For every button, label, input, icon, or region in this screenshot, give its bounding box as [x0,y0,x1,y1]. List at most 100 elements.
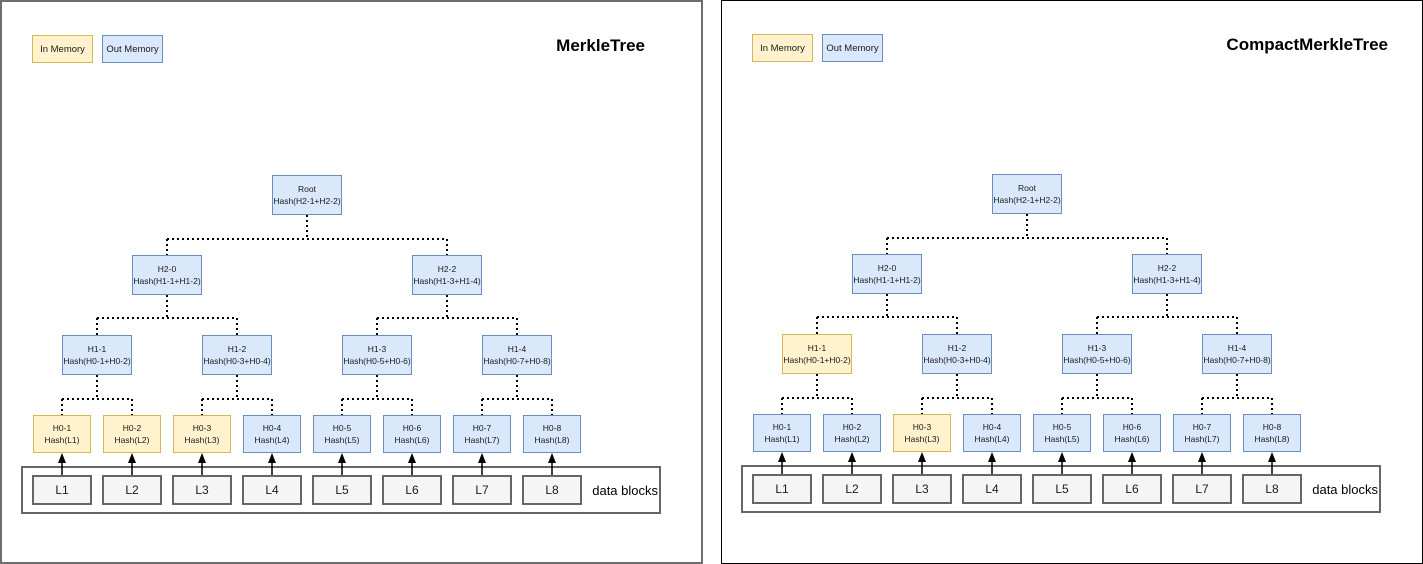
node-hash-label: Hash(L5) [324,435,360,445]
node-hash-label: Hash(L7) [1184,434,1220,444]
data-block-l8: L8 [1242,474,1302,504]
node-label: H0-4 [262,422,282,433]
node-hash-label: Hash(L4) [254,435,290,445]
node-hash-label: Hash(L7) [464,435,500,445]
legend-in-memory-label: In Memory [40,43,85,55]
node-label: H1-3 [1087,342,1107,353]
node-hash-label: Hash(H1-1+H1-2) [133,276,201,286]
up-arrow-icon [1268,452,1276,462]
node-hash-label: Hash(H0-1+H0-2) [63,356,131,366]
up-arrow-icon [478,453,486,463]
data-block-l2: L2 [822,474,882,504]
node-hash-label: Hash(H1-3+H1-4) [1133,275,1201,285]
node-label: H0-7 [1192,421,1212,432]
data-block-l2: L2 [102,475,162,505]
data-blocks-container [741,465,1381,513]
merkletree-panel: In Memory Out Memory MerkleTree data blo… [0,0,703,564]
node-hash-label: Hash(H2-1+H2-2) [993,195,1061,205]
data-block-l7: L7 [452,475,512,505]
node-label: H1-1 [87,343,107,354]
up-arrow-icon [338,453,346,463]
node-hash-label: Hash(L5) [1044,434,1080,444]
data-block-l4: L4 [962,474,1022,504]
compactmerkletree-panel: In Memory Out Memory CompactMerkleTree d… [721,0,1423,564]
node-label: H0-7 [472,422,492,433]
legend-in-memory-swatch: In Memory [752,34,813,62]
node-label: H1-1 [807,342,827,353]
node-hash-label: Hash(L8) [1254,434,1290,444]
data-block-l5: L5 [312,475,372,505]
up-arrow-icon [1058,452,1066,462]
data-block-l8: L8 [522,475,582,505]
node-hash-label: Hash(L6) [1114,434,1150,444]
up-arrow-icon [128,453,136,463]
data-block-l6: L6 [382,475,442,505]
panel-title-compactmerkletree: CompactMerkleTree [1226,35,1388,54]
data-block-l1: L1 [752,474,812,504]
node-label: H1-2 [227,343,247,354]
node-hash-label: Hash(H0-3+H0-4) [923,355,991,365]
node-hash-label: Hash(H0-5+H0-6) [1063,355,1131,365]
up-arrow-icon [1128,452,1136,462]
node-hash-label: Hash(H0-3+H0-4) [203,356,271,366]
node-label: Root [1018,182,1036,193]
node-hash-label: Hash(L4) [974,434,1010,444]
node-hash-label: Hash(L1) [44,435,80,445]
node-hash-label: Hash(L3) [904,434,940,444]
data-blocks-label: data blocks [592,483,658,498]
legend-out-memory-label: Out Memory [826,42,879,54]
data-block-l3: L3 [172,475,232,505]
legend-out-memory-label: Out Memory [106,43,159,55]
node-hash-label: Hash(L1) [764,434,800,444]
data-blocks-container [21,466,661,514]
data-blocks-label: data blocks [1312,482,1378,497]
node-label: H0-8 [1262,421,1282,432]
up-arrow-icon [408,453,416,463]
node-label: H2-2 [1157,262,1177,273]
node-hash-label: Hash(L2) [114,435,150,445]
data-block-l7: L7 [1172,474,1232,504]
node-hash-label: Hash(L3) [184,435,220,445]
node-hash-label: Hash(H0-7+H0-8) [1203,355,1271,365]
node-hash-label: Hash(H1-3+H1-4) [413,276,481,286]
node-label: H0-8 [542,422,562,433]
node-hash-label: Hash(L6) [394,435,430,445]
data-block-l1: L1 [32,475,92,505]
node-label: H1-4 [507,343,527,354]
up-arrow-icon [268,453,276,463]
node-label: H0-2 [122,422,142,433]
node-hash-label: Hash(H2-1+H2-2) [273,196,341,206]
panel-title-merkletree: MerkleTree [556,36,645,55]
node-label: H0-5 [1052,421,1072,432]
node-hash-label: Hash(H1-1+H1-2) [853,275,921,285]
up-arrow-icon [848,452,856,462]
up-arrow-icon [548,453,556,463]
